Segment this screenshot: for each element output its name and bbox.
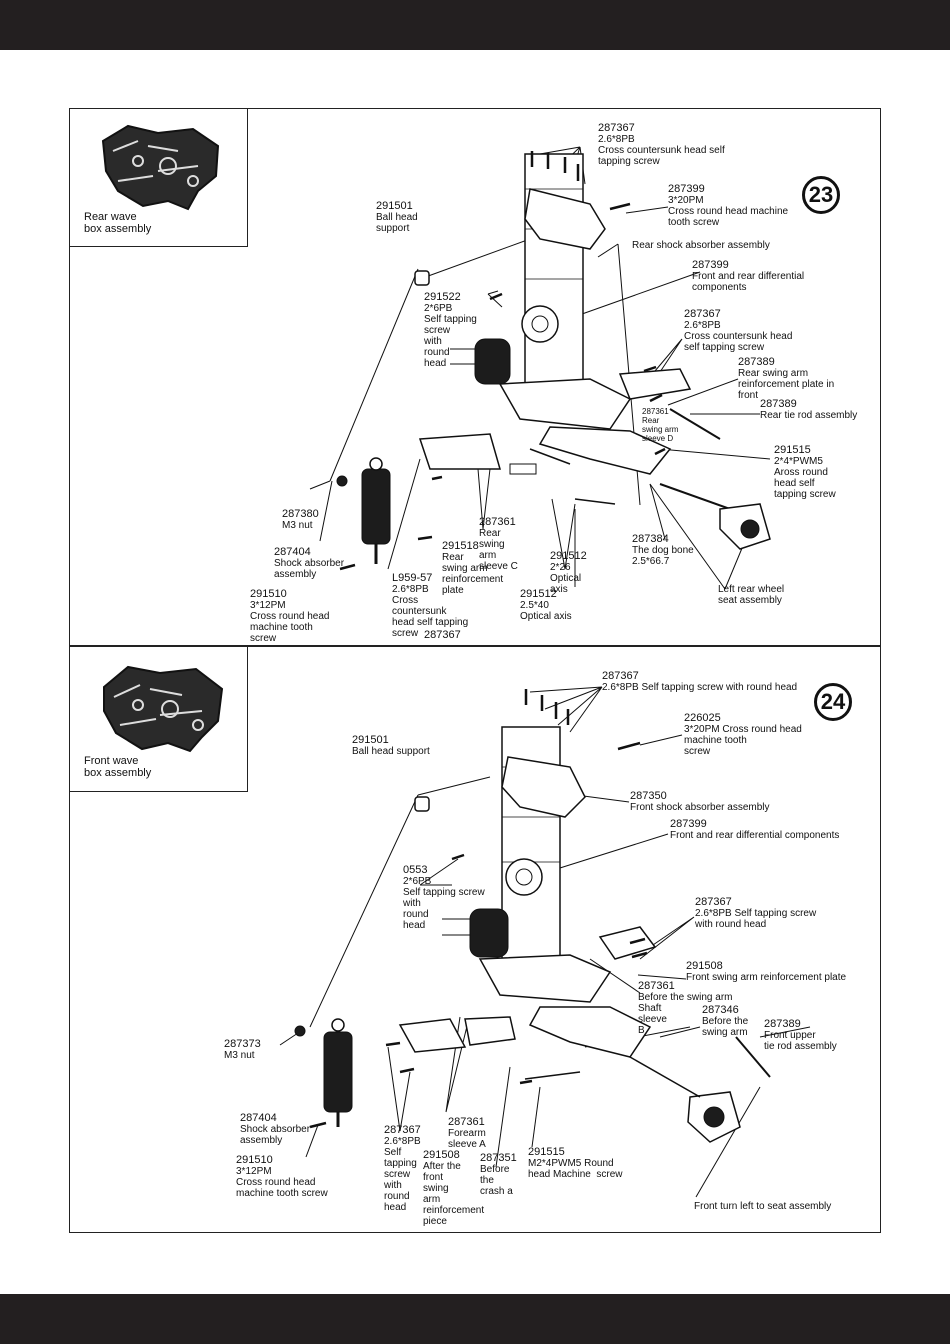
label-rear-shock-absorber-assembly: Rear shock absorber assembly <box>632 240 770 251</box>
inset-title: Rear wave box assembly <box>84 211 152 235</box>
front-gearbox-thumbnail <box>103 665 224 753</box>
step-24-panel: Front wave box assembly 24 <box>69 646 881 1233</box>
header-bar <box>0 0 950 50</box>
label-287367-bottom-code: 287367 <box>424 629 461 641</box>
rear-wave-box-inset: Rear wave box assembly <box>70 109 248 247</box>
step-number: 23 <box>802 176 840 214</box>
label-left-rear-wheel-seat: Left rear wheel seat assembly <box>718 584 785 606</box>
front-assembly-drawing <box>279 686 811 1198</box>
rear-assembly-drawing <box>309 146 771 590</box>
step-23-panel: Rear wave box assembly 23 <box>69 108 881 646</box>
label-front-turn-left-seat-assembly: Front turn left to seat assembly <box>694 1201 832 1212</box>
step-number: 24 <box>814 683 852 721</box>
rear-gearbox-thumbnail <box>101 124 220 211</box>
inset-title: Front wave box assembly <box>84 755 152 779</box>
footer-bar <box>0 1294 950 1344</box>
front-wave-box-inset: Front wave box assembly <box>70 647 248 792</box>
